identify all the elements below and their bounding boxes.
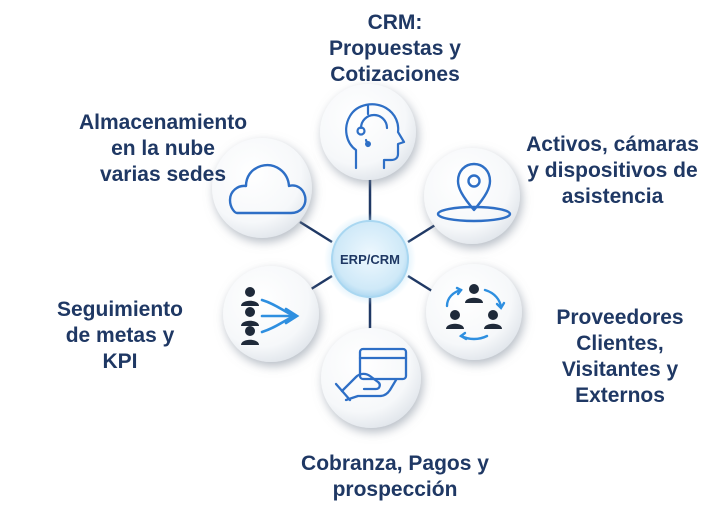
- node-payments: [321, 328, 421, 428]
- node-cloud: [212, 138, 312, 238]
- label-cloud-storage: Almacenamiento en la nube varias sedes: [78, 111, 248, 186]
- label-suppliers: Proveedores Clientes, Visitantes y Exter…: [556, 306, 684, 407]
- label-payments: Cobranza, Pagos y prospección: [301, 452, 489, 501]
- node-assets: [424, 148, 520, 244]
- connector-cloud: [299, 220, 333, 244]
- node-kpi-bubble: [223, 266, 319, 362]
- node-suppliers-bubble: [426, 264, 522, 360]
- node-kpi: [223, 266, 319, 362]
- cloud-icon: [228, 163, 307, 215]
- hand-card-icon: [334, 347, 408, 402]
- head-headset-icon: [345, 103, 406, 170]
- people-cycle-icon: [445, 284, 506, 341]
- hub-label: ERP/CRM: [340, 252, 400, 267]
- node-crm-bubble: [320, 84, 416, 180]
- people-arrow-icon: [241, 287, 300, 345]
- label-assets: Activos, cámaras y dispositivos de asist…: [526, 133, 699, 208]
- node-crm: [320, 84, 416, 180]
- label-crm: CRM: Propuestas y Cotizaciones: [329, 11, 461, 86]
- location-pin-icon: [436, 162, 512, 223]
- label-kpi: Seguimiento de metas y KPI: [56, 298, 183, 373]
- node-suppliers: [426, 264, 522, 360]
- hub-bubble: [331, 220, 409, 298]
- hub-node: ERP/CRM: [324, 213, 416, 305]
